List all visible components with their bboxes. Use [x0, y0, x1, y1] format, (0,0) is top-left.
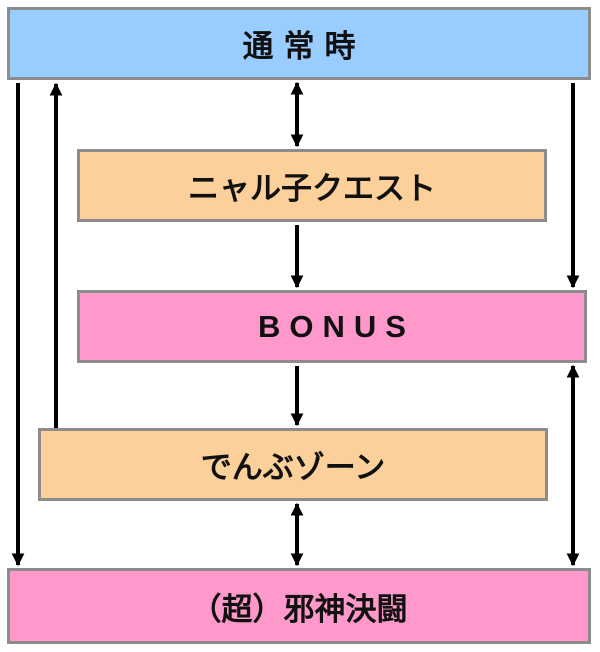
node-bonus-label: BONUS: [258, 308, 415, 344]
node-denbu: でんぶゾーン: [38, 428, 548, 501]
node-bonus: BONUS: [77, 290, 587, 363]
node-quest: ニャル子クエスト: [77, 149, 547, 222]
node-normal: 通常時: [7, 7, 591, 80]
node-quest-label: ニャル子クエスト: [188, 171, 436, 207]
node-normal-label: 通常時: [242, 29, 366, 65]
node-denbu-label: でんぶゾーン: [200, 450, 386, 486]
node-jashin: （超）邪神決闘: [7, 568, 591, 644]
node-jashin-label: （超）邪神決闘: [190, 591, 408, 628]
